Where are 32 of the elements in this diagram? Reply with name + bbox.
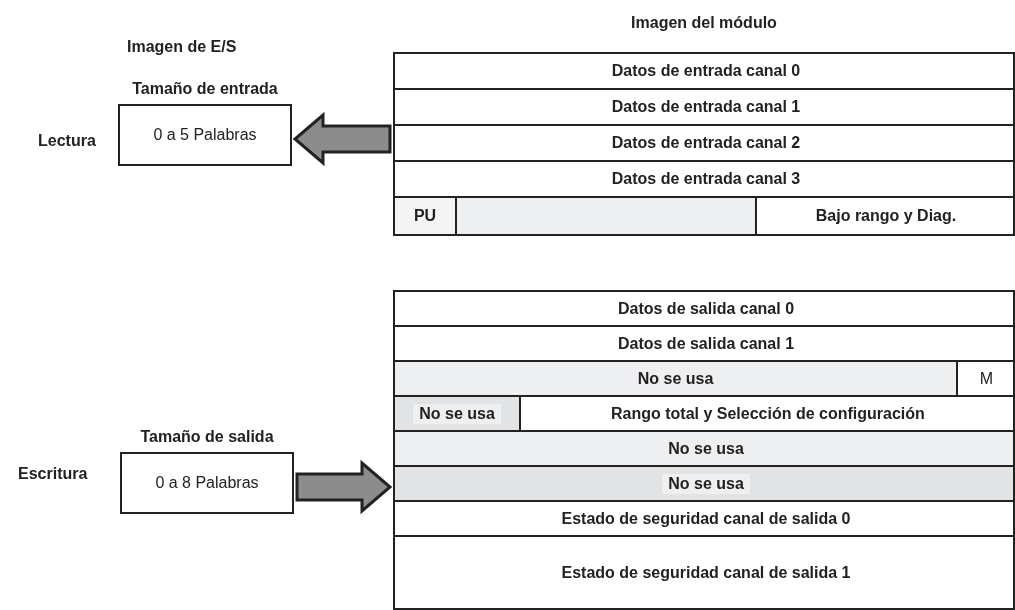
row-label: No se usa	[662, 473, 750, 494]
table-row	[956, 362, 1013, 397]
table-row	[395, 432, 1013, 467]
table-row	[395, 467, 1013, 502]
row-label: Bajo rango y Diag.	[815, 207, 957, 225]
row-label: Datos de entrada canal 2	[611, 134, 801, 152]
section-label: Imagen de E/S	[127, 38, 237, 56]
row-label: Estado de seguridad canal de salida 1	[561, 563, 851, 582]
table-heading: Imagen del módulo	[630, 14, 778, 32]
size-box: 0 a 5 Palabras	[118, 104, 292, 166]
row-label: No se usa	[668, 439, 744, 458]
row-label: Datos de entrada canal 3	[611, 170, 801, 188]
row-label: Estado de seguridad canal de salida 0	[561, 509, 851, 528]
block-arrow	[292, 111, 392, 167]
row-label: No se usa	[637, 369, 714, 388]
row-label: Datos de entrada canal 1	[611, 98, 801, 116]
row-label: Datos de entrada canal 0	[611, 62, 801, 80]
block-arrow	[295, 459, 393, 515]
row-label: Rango total y Selección de configuración	[611, 404, 925, 423]
table-row	[395, 397, 521, 432]
row-label: Datos de salida canal 1	[617, 334, 795, 353]
row-label: M	[979, 369, 994, 388]
size-heading: Tamaño de salida	[139, 428, 275, 446]
row-label: PU	[413, 207, 437, 225]
table-row	[395, 198, 457, 234]
table-row	[395, 362, 956, 397]
operation-label: Lectura	[38, 132, 96, 150]
row-label: Datos de salida canal 0	[617, 299, 795, 318]
row-label: No se usa	[413, 403, 501, 424]
size-box: 0 a 8 Palabras	[120, 452, 294, 514]
operation-label: Escritura	[18, 465, 88, 483]
size-heading: Tamaño de entrada	[131, 80, 279, 98]
